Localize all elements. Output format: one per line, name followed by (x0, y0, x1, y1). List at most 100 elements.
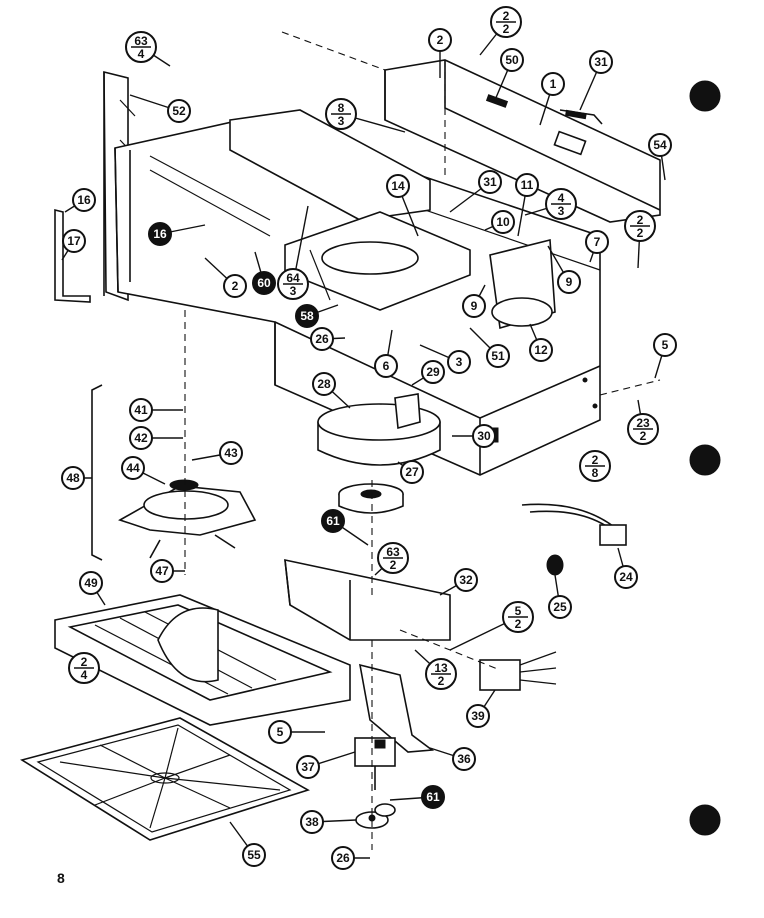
callout-37: 37 (296, 751, 356, 779)
callout-circle (421, 785, 445, 809)
callout-2-8: 28 (579, 450, 611, 482)
callout-number: 10 (496, 215, 510, 229)
callout-54: 54 (648, 133, 672, 181)
callout-number: 54 (653, 138, 667, 152)
callout-number: 42 (134, 431, 148, 445)
binder-hole (689, 444, 721, 476)
callout-circle (150, 559, 174, 583)
callout-part-number: 5 (515, 604, 522, 618)
callout-circle (219, 441, 243, 465)
callout-44: 44 (121, 456, 166, 485)
bracket-part-32 (284, 558, 451, 641)
callout-circle (252, 271, 276, 295)
callout-5: 5 (653, 333, 677, 379)
callout-14: 14 (386, 174, 419, 237)
callout-27: 27 (397, 460, 424, 484)
callout-part-number: 2 (637, 213, 644, 227)
callout-number: 44 (126, 461, 140, 475)
callout-number: 11 (521, 178, 534, 192)
callout-number: 9 (471, 299, 478, 313)
callout-5: 5 (268, 720, 325, 744)
callout-number: 26 (336, 851, 350, 865)
callout-quantity: 2 (637, 226, 644, 240)
callout-31: 31 (579, 50, 613, 111)
callout-number: 48 (66, 471, 80, 485)
callout-number: 2 (232, 279, 239, 293)
callout-circle (129, 398, 153, 422)
callout-number: 25 (553, 600, 567, 614)
bracket-part-17 (54, 208, 91, 303)
callout-circle (557, 270, 581, 294)
callout-circle (129, 426, 153, 450)
callout-4-3: 43 (524, 188, 577, 220)
bracket-48-brace (91, 384, 103, 561)
callout-11: 11 (515, 173, 539, 237)
callout-number: 58 (300, 309, 314, 323)
callout-circle (585, 230, 609, 254)
motor-part-37 (354, 737, 396, 790)
callout-38: 38 (300, 810, 357, 834)
callout-number: 6 (383, 359, 390, 373)
callout-7: 7 (585, 230, 609, 263)
callout-circle (62, 229, 86, 253)
callout-part-number: 63 (386, 545, 400, 559)
callout-quantity: 2 (503, 22, 510, 36)
grease-filter-part-49 (54, 594, 351, 726)
callout-47: 47 (150, 559, 185, 583)
callout-31: 31 (449, 170, 502, 213)
callout-quantity: 2 (390, 558, 397, 572)
callout-part-number: 2 (592, 453, 599, 467)
callout-quantity: 3 (558, 204, 565, 218)
callout-circle (148, 222, 172, 246)
callout-number: 14 (391, 179, 405, 193)
page-number: 8 (57, 870, 65, 886)
callout-number: 2 (437, 33, 444, 47)
callout-2-2: 22 (624, 210, 656, 269)
callout-circle (491, 210, 515, 234)
callout-number: 28 (317, 377, 331, 391)
callout-circle (653, 333, 677, 357)
callout-circle (648, 133, 672, 157)
callout-number: 47 (155, 564, 169, 578)
callout-circle (400, 460, 424, 484)
callout-quantity: 2 (438, 674, 445, 688)
callout-24: 24 (614, 547, 638, 589)
callout-part-number: 4 (558, 191, 565, 205)
callout-13-2: 132 (414, 649, 457, 690)
callout-51: 51 (469, 327, 510, 368)
callout-63-2: 632 (374, 542, 409, 576)
callout-number: 30 (477, 429, 491, 443)
callout-number: 17 (67, 234, 81, 248)
callout-circle (500, 48, 524, 72)
callout-50: 50 (494, 48, 524, 101)
callout-circle (386, 174, 410, 198)
callout-circle (452, 747, 476, 771)
blower-wheel-part-27 (338, 483, 404, 514)
callout-41: 41 (129, 398, 183, 422)
callout-10: 10 (484, 210, 515, 234)
callout-circle (515, 173, 539, 197)
callout-number: 36 (457, 752, 471, 766)
callout-circle (295, 304, 319, 328)
callout-55: 55 (229, 821, 266, 867)
callout-42: 42 (129, 426, 183, 450)
callout-part-number: 63 (134, 34, 148, 48)
callout-number: 50 (505, 53, 519, 67)
callout-25: 25 (548, 574, 572, 619)
callout-number: 27 (405, 465, 419, 479)
callout-2: 2 (204, 257, 247, 298)
callout-number: 43 (224, 446, 238, 460)
callout-8-3: 83 (325, 98, 406, 133)
callout-number: 31 (594, 55, 608, 69)
callout-number: 26 (315, 332, 329, 346)
callout-circle (472, 424, 496, 448)
callout-quantity: 4 (138, 47, 145, 61)
callout-circle (242, 843, 266, 867)
callout-circle (454, 568, 478, 592)
callout-5-2: 52 (449, 601, 534, 651)
binder-hole (689, 804, 721, 836)
callout-part-number: 8 (338, 101, 345, 115)
callout-number: 39 (471, 709, 485, 723)
callout-number: 60 (257, 276, 271, 290)
callout-number: 55 (247, 848, 261, 862)
